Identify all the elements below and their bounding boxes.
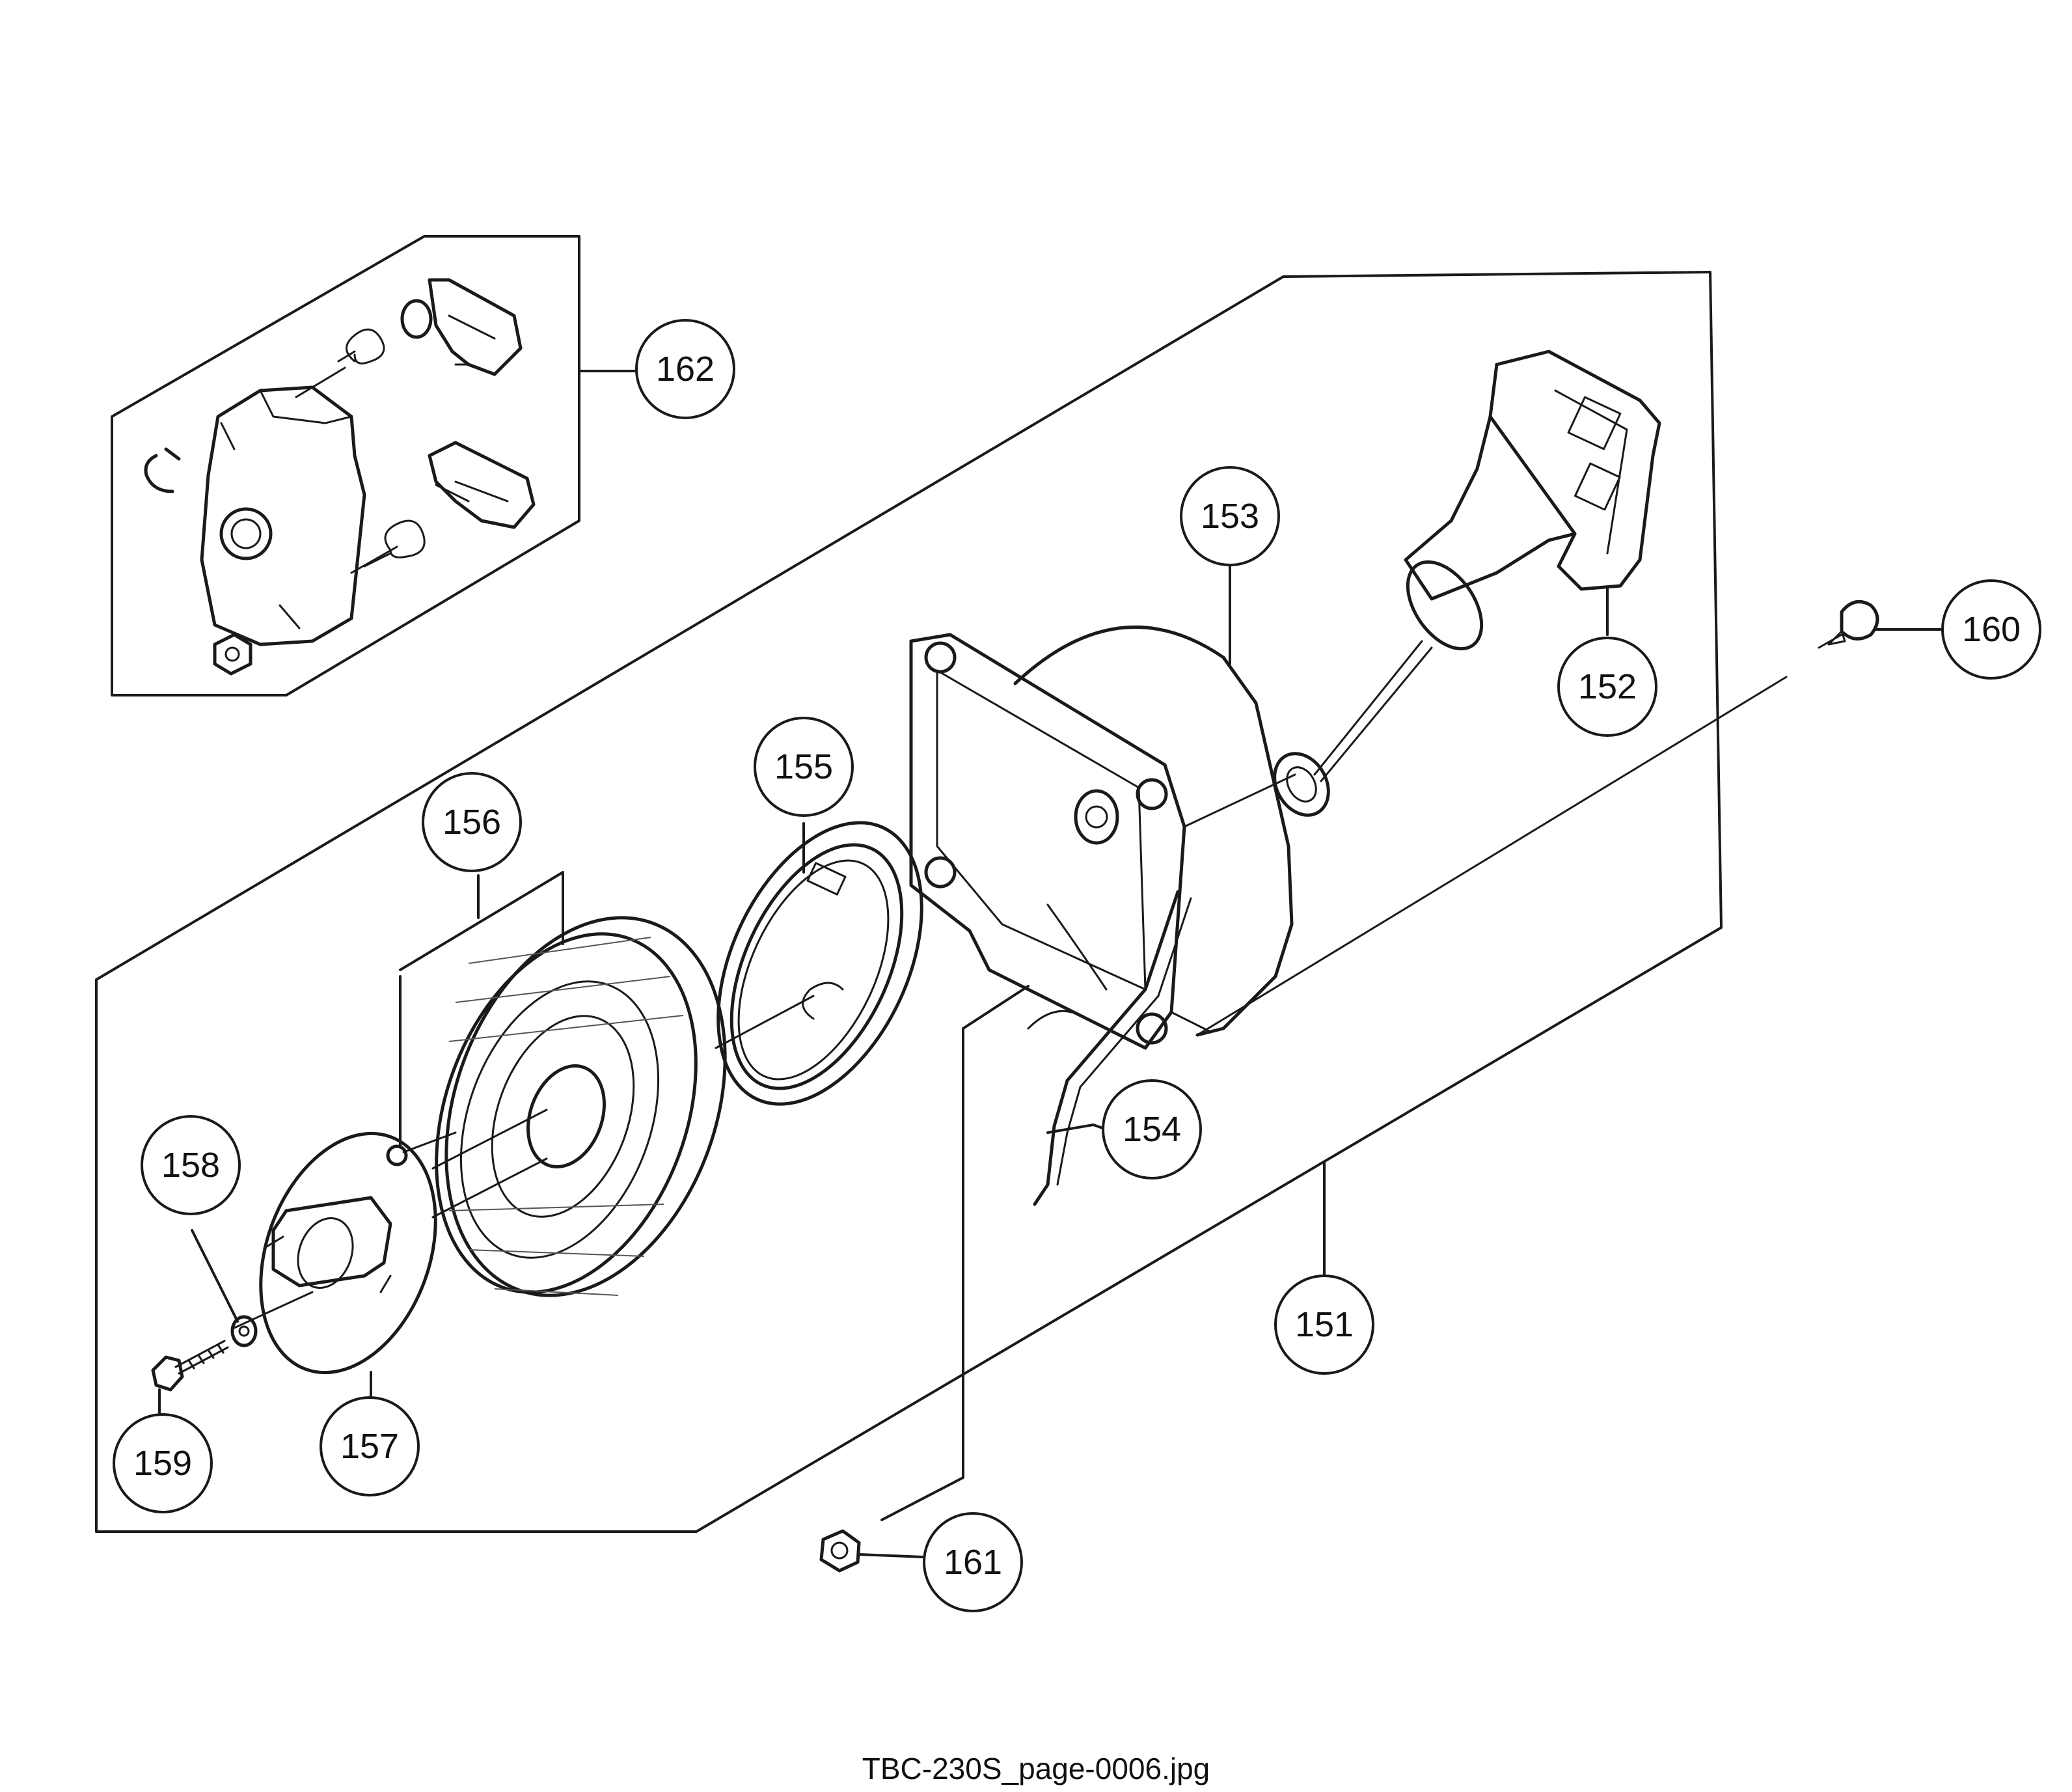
file-caption: TBC-230S_page-0006.jpg [862,1752,1210,1785]
callout-154: 154 [1102,1079,1202,1179]
part-157-ratchet [259,1131,437,1375]
callout-158-label: 158 [161,1146,220,1185]
part-159-screw [151,1340,229,1392]
callout-161: 161 [923,1512,1023,1612]
callout-161-label: 161 [944,1543,1002,1582]
part-155-recoil-spring [716,821,923,1106]
callout-157: 157 [320,1396,420,1496]
part-162-ratchet-kit [144,278,536,676]
callout-153-label: 153 [1201,497,1259,536]
callout-155: 155 [754,717,854,817]
callout-151-label: 151 [1295,1305,1354,1344]
callout-159: 159 [113,1413,213,1513]
group-box-151 [95,271,1723,1533]
part-154-wire [1027,890,1192,1206]
part-153-starter-case [909,626,1330,1050]
callout-156: 156 [422,772,522,872]
callout-162-label: 162 [656,350,715,389]
callout-160: 160 [1941,579,2041,680]
leader-lines [158,370,1947,1558]
callout-155-label: 155 [774,747,833,786]
callout-152-label: 152 [1578,667,1637,706]
callout-159-label: 159 [133,1444,192,1483]
callout-162: 162 [635,319,735,419]
callout-157-label: 157 [340,1427,399,1466]
callout-156-label: 156 [443,803,501,842]
inset-box-162 [111,235,580,696]
part-152-starter-handle [1313,350,1661,782]
callout-153: 153 [1180,466,1280,566]
part-156-pulley [386,916,727,1297]
callout-158: 158 [141,1115,241,1215]
part-158-washer [230,1315,258,1347]
callout-152: 152 [1557,637,1657,737]
part-161-nut [819,1529,861,1573]
callout-151: 151 [1274,1275,1374,1375]
callout-160-label: 160 [1962,610,2021,649]
callout-154-label: 154 [1123,1110,1181,1149]
